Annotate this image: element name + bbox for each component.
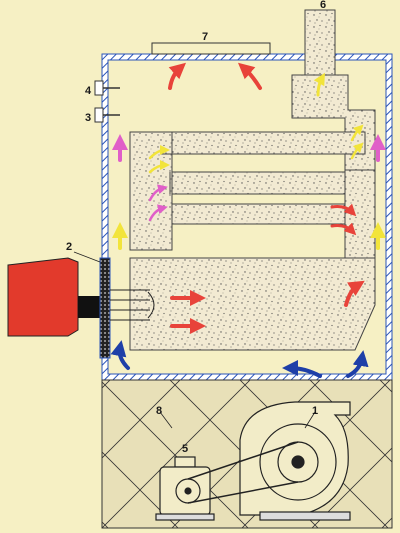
electric-motor-icon: [155, 456, 215, 521]
label-4: 4: [85, 85, 92, 97]
hot-gas-arrows: [168, 62, 365, 334]
magenta-arrows: [112, 134, 386, 222]
label-6: 6: [320, 0, 326, 11]
flue-arrows: [112, 72, 386, 250]
drive-belt: [187, 441, 299, 504]
top-vent-plate: [151, 42, 271, 55]
label-8: 8: [156, 405, 162, 417]
chimney-icon: [304, 9, 336, 79]
burner-block-icon: [7, 257, 155, 359]
label-2: 2: [66, 241, 72, 253]
thermostat-icon: [94, 80, 120, 123]
label-7: 7: [202, 31, 208, 43]
label-3: 3: [85, 112, 91, 124]
label-5: 5: [182, 443, 188, 455]
cool-air-arrows: [110, 340, 369, 378]
leader-lines: [73, 251, 316, 429]
label-1: 1: [312, 405, 318, 417]
centrifugal-fan-icon: [239, 401, 351, 521]
